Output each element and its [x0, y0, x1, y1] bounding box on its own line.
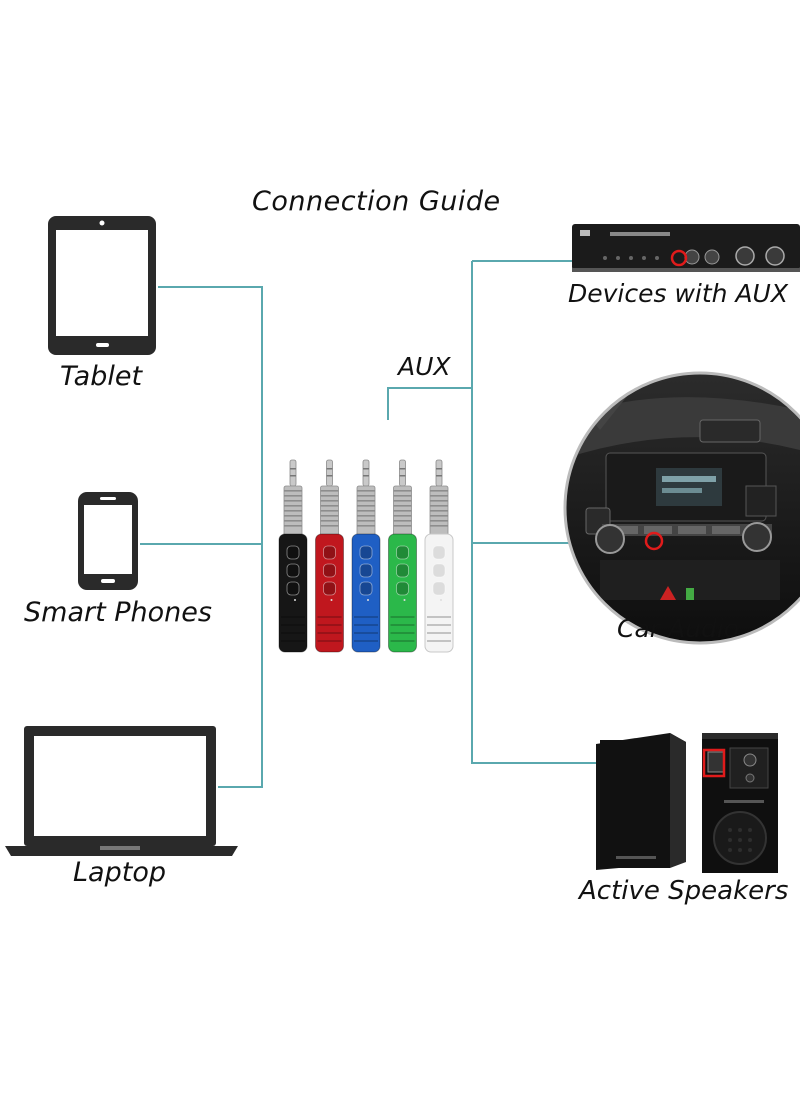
adapter-4 — [388, 459, 417, 653]
laptop-icon — [5, 726, 238, 856]
bluetooth-adapters — [278, 459, 454, 653]
active-speakers-label: Active Speakers — [579, 876, 789, 906]
laptop-label: Laptop — [73, 857, 166, 888]
aux-port-highlight — [670, 249, 688, 267]
diagram-title: Connection Guide — [252, 186, 501, 217]
right-trunk-line — [471, 261, 600, 764]
adapter-2 — [315, 459, 344, 653]
adapter-5 — [424, 459, 454, 653]
aux-hook-line — [387, 387, 472, 420]
speaker-icon — [596, 733, 778, 873]
aux-label: AUX — [398, 352, 451, 381]
speaker-aux-highlight — [702, 748, 726, 778]
car-audio-label: Car Audio — [617, 614, 740, 643]
car-dashboard-icon — [563, 371, 800, 645]
tablet-icon — [48, 216, 156, 355]
tablet-label: Tablet — [60, 361, 143, 392]
smart-phones-label: Smart Phones — [24, 597, 212, 628]
connector-lines — [140, 260, 600, 788]
smartphone-icon — [78, 492, 138, 590]
adapter-3 — [351, 459, 381, 653]
amplifier-icon — [572, 224, 800, 272]
left-trunk-line — [158, 286, 263, 788]
car-aux-highlight — [644, 531, 664, 551]
adapter-1 — [278, 459, 308, 653]
devices-with-aux-label: Devices with AUX — [568, 279, 788, 308]
